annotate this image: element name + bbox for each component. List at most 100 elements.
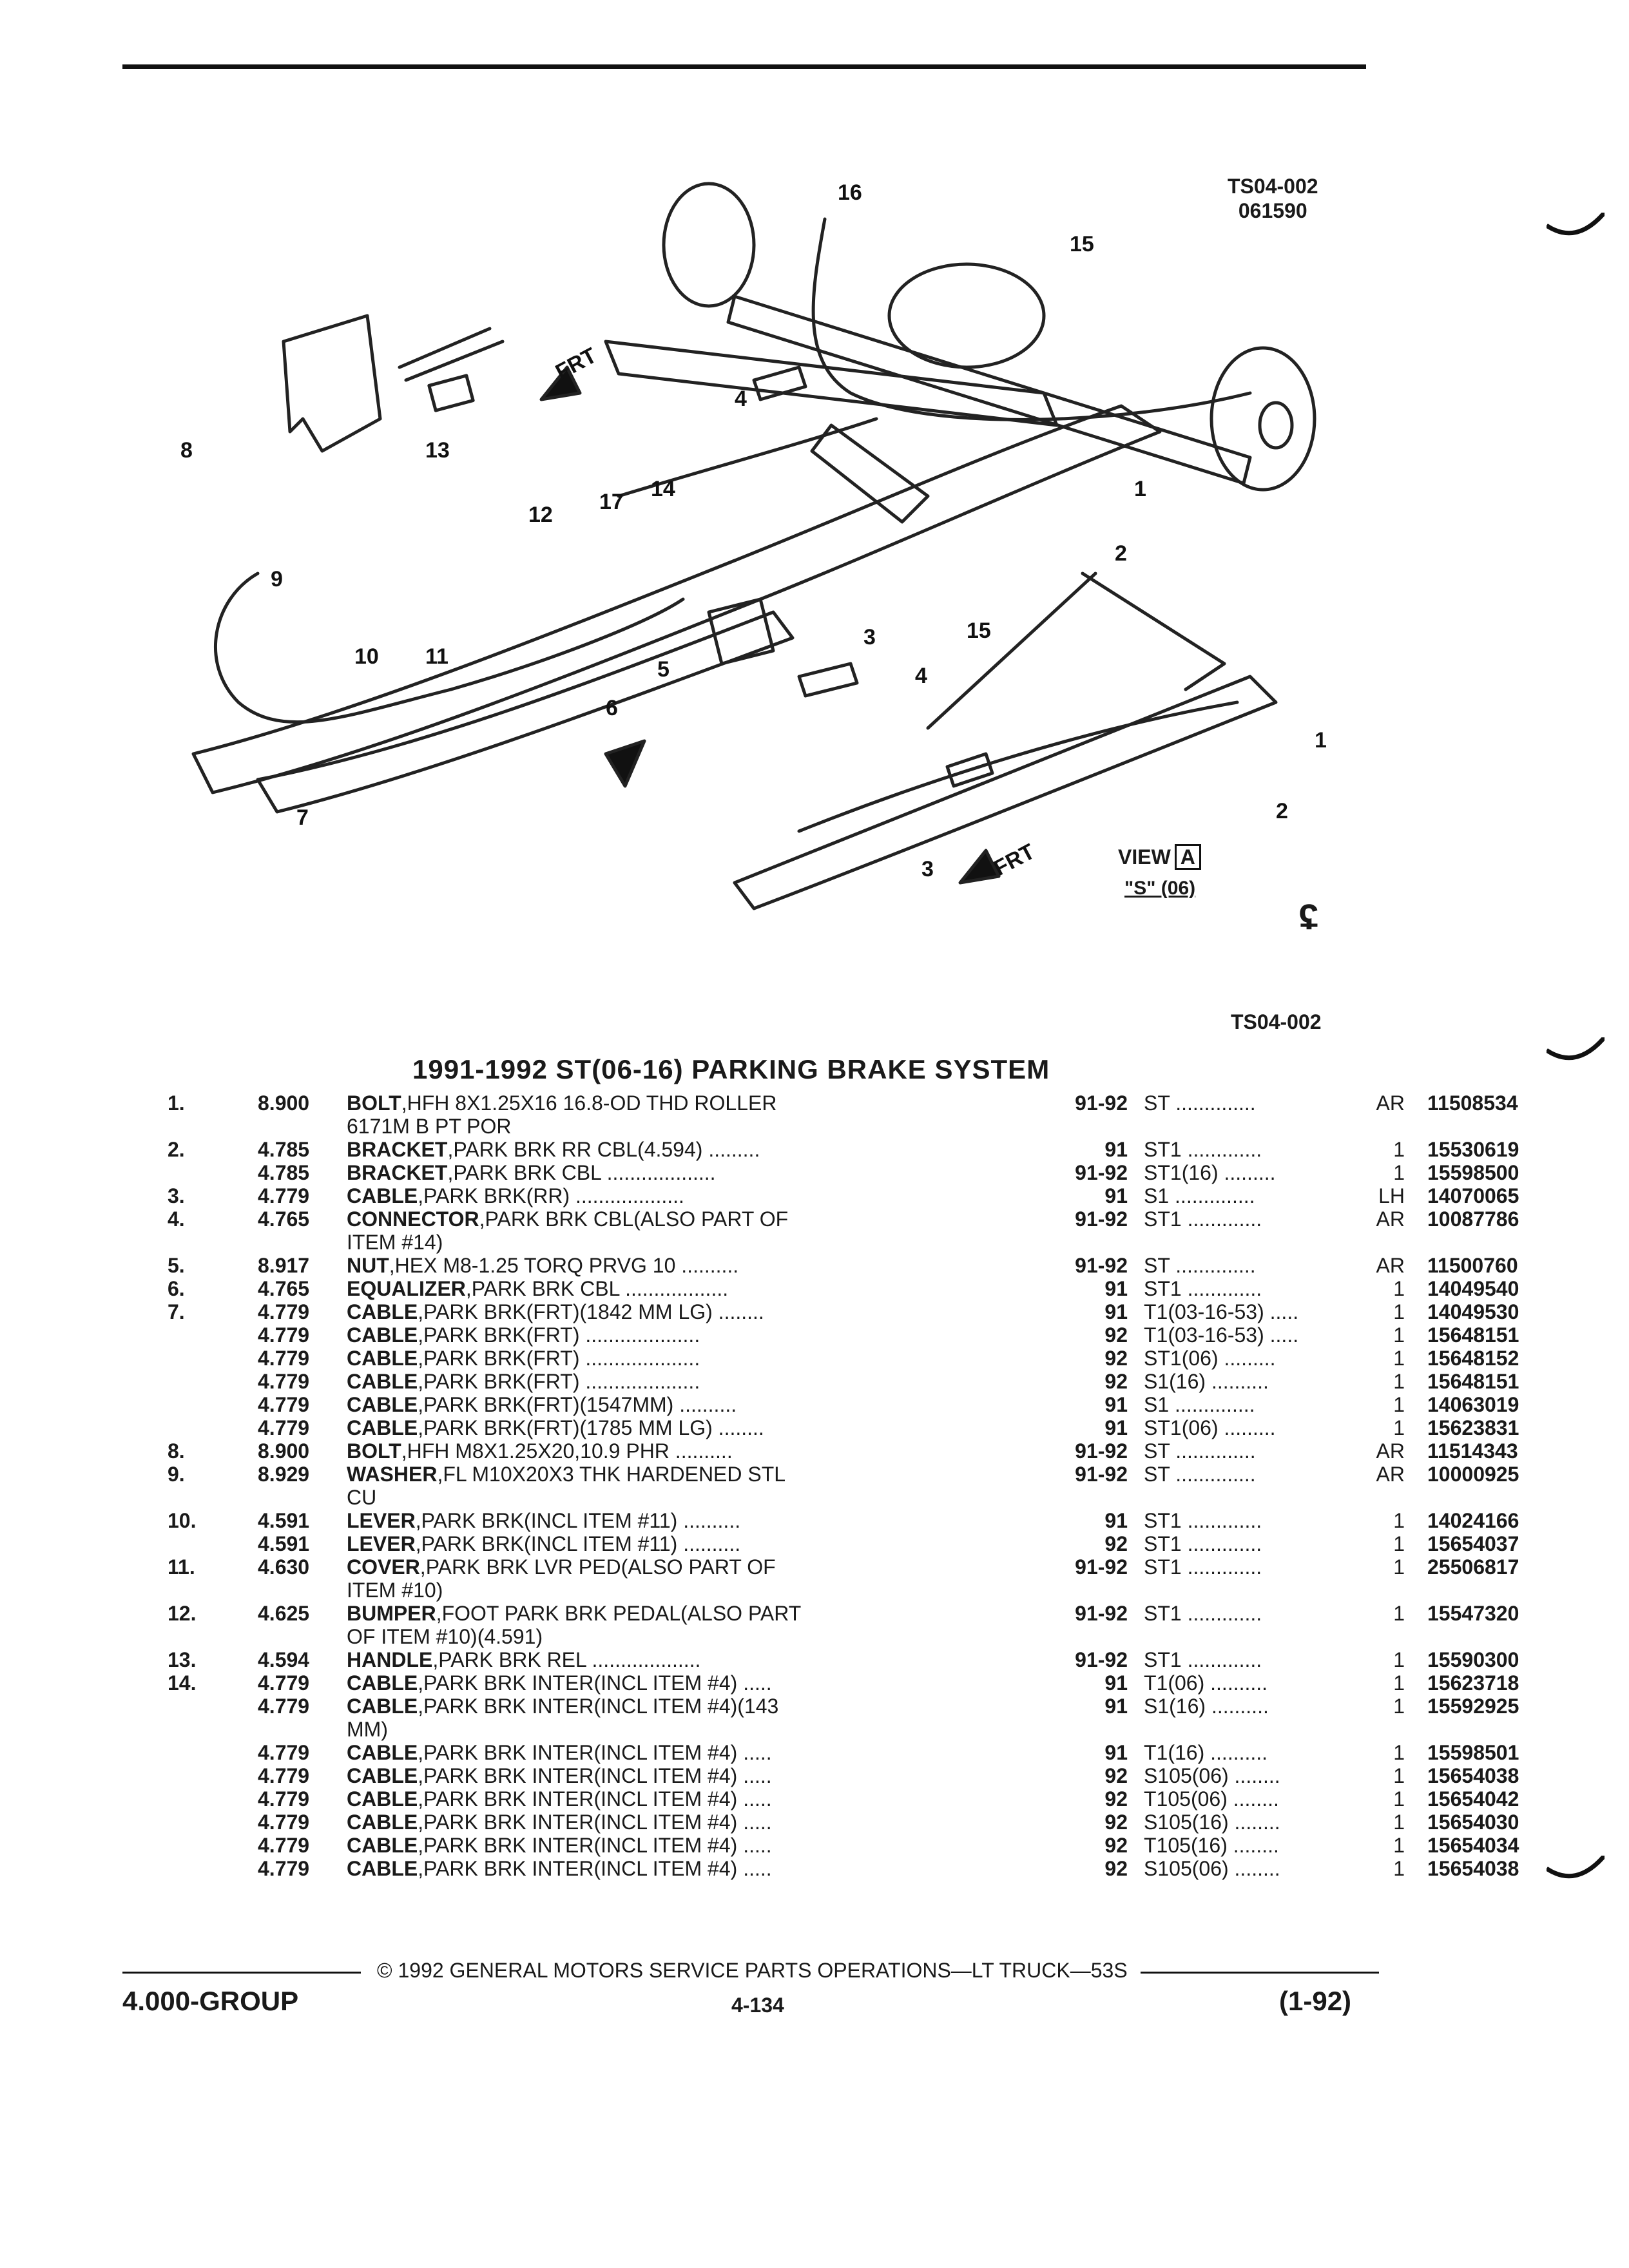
part-number: 15654042 [1427, 1787, 1519, 1811]
model-years: 91-92 [1075, 1091, 1128, 1115]
part-number: 15654037 [1427, 1532, 1519, 1555]
part-name: COVER [347, 1555, 420, 1579]
model-series: ST1 ............. [1144, 1555, 1262, 1579]
part-description: CABLE,PARK BRK(RR) ................... [347, 1184, 1030, 1207]
part-description: CABLE,PARK BRK(FRT)(1785 MM LG) ........ [347, 1416, 1030, 1439]
svg-text:9: 9 [271, 567, 283, 591]
model-years: 92 [1104, 1834, 1128, 1857]
model-series: ST1 ............. [1144, 1532, 1262, 1555]
part-name: BOLT [347, 1091, 401, 1115]
model-years: 91-92 [1075, 1648, 1128, 1671]
quantity: 1 [1393, 1695, 1405, 1718]
svg-text:10: 10 [354, 644, 379, 669]
model-years: 92 [1104, 1857, 1128, 1880]
quantity: 1 [1393, 1671, 1405, 1695]
quantity: 1 [1393, 1277, 1405, 1300]
model-years: 91-92 [1075, 1439, 1128, 1463]
pedal-bracket [282, 314, 382, 453]
part-name: CABLE [347, 1811, 418, 1834]
model-series: ST .............. [1144, 1254, 1256, 1277]
part-number: 15623718 [1427, 1671, 1519, 1695]
model-years: 91 [1104, 1695, 1128, 1718]
part-number: 15648151 [1427, 1370, 1519, 1393]
group-number: 4.591 [258, 1532, 310, 1555]
part-number: 11500760 [1427, 1254, 1518, 1277]
frt-arrow-view [958, 849, 1001, 885]
part-description: CABLE,PARK BRK INTER(INCL ITEM #4) ..... [347, 1741, 1030, 1764]
quantity: AR [1376, 1439, 1405, 1463]
cable-14 [617, 417, 878, 498]
model-years: 91 [1104, 1184, 1128, 1207]
part-number: 15654038 [1427, 1857, 1519, 1880]
group-number: 4.779 [258, 1347, 310, 1370]
svg-text:3: 3 [863, 625, 876, 649]
quantity: 1 [1393, 1602, 1405, 1625]
model-series: S105(06) ........ [1144, 1764, 1280, 1787]
frame-rail [191, 404, 1162, 794]
part-detail-continued: MM) [347, 1718, 388, 1741]
part-detail: ,PARK BRK(INCL ITEM #11) .......... [415, 1509, 741, 1532]
figure-ref-code: 061590 [1238, 199, 1307, 222]
part-description: CABLE,PARK BRK(FRT)(1842 MM LG) ........ [347, 1300, 1030, 1323]
model-series: ST1 ............. [1144, 1207, 1262, 1231]
group-number: 4.779 [258, 1834, 310, 1857]
part-number: 14049530 [1427, 1300, 1519, 1323]
model-series: ST1(16) ......... [1144, 1161, 1276, 1184]
group-number: 4.594 [258, 1648, 310, 1671]
item-number: 3. [168, 1184, 185, 1207]
svg-text:2: 2 [1276, 799, 1288, 823]
model-series: S1 .............. [1144, 1393, 1255, 1416]
part-description: BOLT,HFH M8X1.25X20,10.9 PHR .......... [347, 1439, 1030, 1463]
part-number: 11508534 [1427, 1091, 1518, 1115]
differential [887, 262, 1046, 369]
view-sub-label: "S" (06) [1124, 878, 1196, 899]
group-number: 4.779 [258, 1370, 310, 1393]
quantity: 1 [1393, 1834, 1405, 1857]
model-series: S1 .............. [1144, 1184, 1255, 1207]
quantity: 1 [1393, 1323, 1405, 1347]
view-box: A [1174, 844, 1201, 870]
group-number: 4.779 [258, 1741, 310, 1764]
part-name: BUMPER [347, 1602, 436, 1625]
part-description: CABLE,PARK BRK(FRT)(1547MM) .......... [347, 1393, 1030, 1416]
group-number: 4.779 [258, 1764, 310, 1787]
part-detail: ,PARK BRK INTER(INCL ITEM #4) ..... [418, 1764, 772, 1787]
model-series: T1(06) .......... [1144, 1671, 1268, 1695]
group-number: 4.591 [258, 1509, 310, 1532]
item-number: 6. [168, 1277, 185, 1300]
part-name: CABLE [347, 1300, 418, 1323]
model-series: T105(06) ........ [1144, 1787, 1279, 1811]
quantity: LH [1378, 1184, 1405, 1207]
part-detail-continued: OF ITEM #10)(4.591) [347, 1625, 543, 1648]
part-detail: ,PARK BRK(FRT) .................... [418, 1370, 700, 1393]
svg-text:8: 8 [180, 438, 193, 463]
quantity: 1 [1393, 1811, 1405, 1834]
group-number: 4.779 [258, 1671, 310, 1695]
part-description: CABLE,PARK BRK INTER(INCL ITEM #4) ..... [347, 1811, 1030, 1834]
rear-wheel-right [1210, 346, 1316, 492]
model-years: 91 [1104, 1300, 1128, 1323]
item-number: 13. [168, 1648, 197, 1671]
part-number: 15654030 [1427, 1811, 1519, 1834]
model-years: 91-92 [1075, 1161, 1128, 1184]
svg-text:17: 17 [599, 490, 624, 514]
part-name: BRACKET [347, 1138, 448, 1161]
quantity: 1 [1393, 1648, 1405, 1671]
model-years: 92 [1104, 1347, 1128, 1370]
group-number: 4.625 [258, 1602, 310, 1625]
part-number: 14063019 [1427, 1393, 1519, 1416]
quantity: 1 [1393, 1161, 1405, 1184]
part-number: 15648152 [1427, 1347, 1519, 1370]
model-series: ST1 ............. [1144, 1648, 1262, 1671]
top-rule [122, 64, 1366, 69]
model-series: ST .............. [1144, 1439, 1256, 1463]
part-name: CABLE [347, 1857, 418, 1880]
